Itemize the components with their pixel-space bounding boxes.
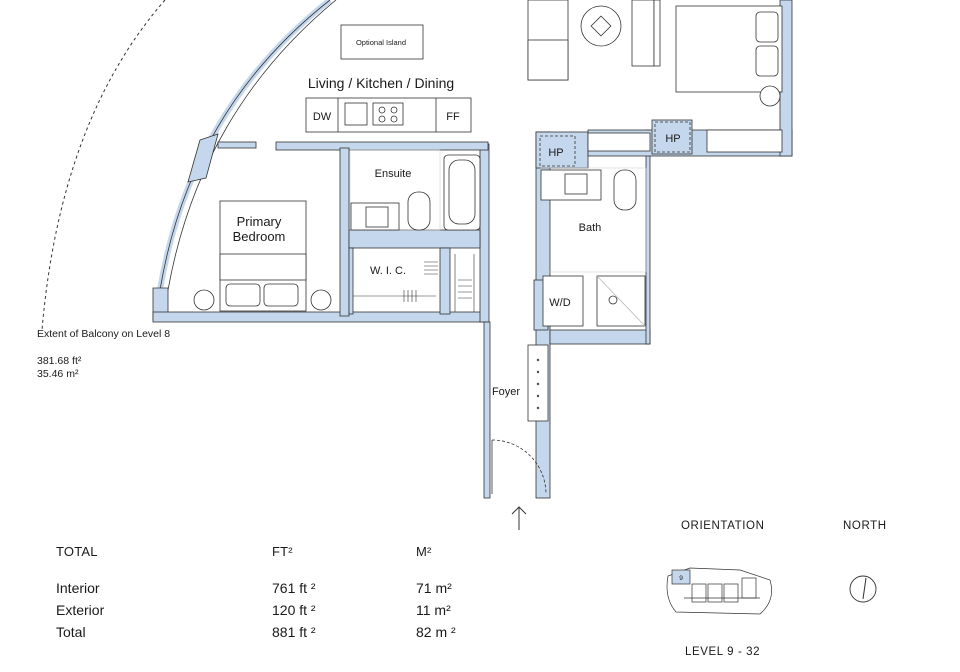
closet: [353, 254, 475, 312]
table-row-interior-ft: 761 ft ²: [272, 580, 316, 596]
curved-facade: [41, 0, 337, 331]
table-row-exterior-ft: 120 ft ²: [272, 602, 316, 618]
foyer-closet: [491, 344, 549, 495]
living-label: Living / Kitchen / Dining: [308, 75, 454, 91]
table-row-total-ft: 881 ft ²: [272, 624, 316, 640]
entry-arrow: [511, 506, 527, 530]
bath-fixtures: [539, 121, 783, 327]
table-header-m: M²: [416, 544, 432, 559]
orientation-title: ORIENTATION: [681, 520, 765, 532]
key-plan: 9: [666, 567, 772, 615]
kitchen-counter: [305, 24, 472, 133]
table-row-total-name: Total: [56, 624, 86, 640]
bedroom-label: Bedroom: [233, 229, 286, 244]
foyer-label: Foyer: [492, 386, 520, 398]
balcony-area-m: 35.46 m²: [37, 368, 79, 380]
wd-label: W/D: [549, 297, 570, 309]
primary-label: Primary: [237, 214, 282, 229]
table-row-interior-m: 71 m²: [416, 580, 452, 596]
balcony-area-ft: 381.68 ft²: [37, 355, 82, 367]
table-row-interior-name: Interior: [56, 580, 100, 596]
bath-label: Bath: [579, 222, 602, 234]
bed-furniture: [193, 200, 332, 312]
table-header-total: TOTAL: [56, 544, 98, 559]
table-header-ft: FT²: [272, 544, 293, 559]
key-plan-unit: 9: [679, 575, 683, 582]
living-furniture: [527, 0, 783, 107]
north-compass-icon: [849, 575, 877, 603]
north-title: NORTH: [843, 520, 887, 532]
dw-label: DW: [313, 111, 332, 123]
hp-label-2: HP: [665, 133, 680, 145]
table-row-total-m: 82 m ²: [416, 624, 456, 640]
room-labels: Living / Kitchen / Dining Optional Islan…: [233, 38, 681, 398]
balcony-label: Extent of Balcony on Level 8: [37, 328, 171, 340]
table-row-exterior-m: 11 m²: [416, 602, 451, 618]
ff-label: FF: [446, 111, 460, 123]
hp-label-1: HP: [548, 147, 563, 159]
island-label: Optional Island: [356, 38, 406, 47]
ensuite-fixtures: [349, 149, 481, 231]
wic-label: W. I. C.: [370, 265, 406, 277]
ensuite-label: Ensuite: [375, 168, 412, 180]
table-row-exterior-name: Exterior: [56, 602, 105, 618]
level-label: LEVEL 9 - 32: [685, 646, 761, 658]
